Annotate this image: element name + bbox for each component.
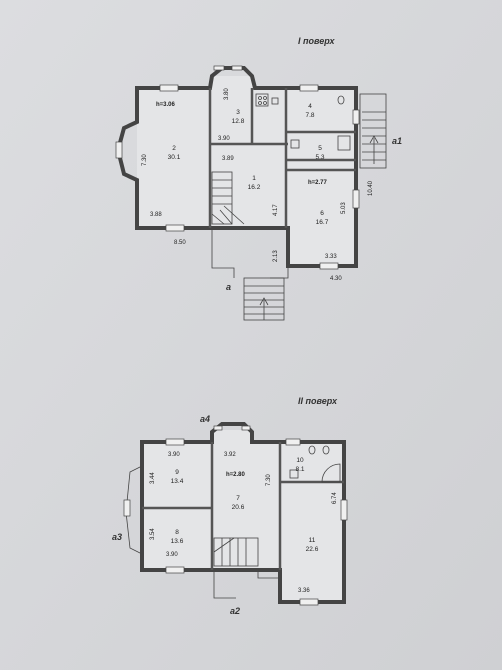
dim-2-13: 2.13 <box>273 250 279 262</box>
dim-8-50: 8.50 <box>174 240 186 246</box>
washbasin-icon-2 <box>289 469 299 479</box>
svg-text:7.8: 7.8 <box>305 112 314 119</box>
floor-1-plan: I поверх <box>115 36 402 321</box>
svg-text:11: 11 <box>309 537 316 544</box>
room-4: 4 7.8 <box>305 103 314 119</box>
entrance-a1-label: a1 <box>392 136 402 146</box>
dim-4-30: 4.30 <box>330 276 342 282</box>
entrance-a3-label: a3 <box>112 532 122 542</box>
height-label-2: h=2.77 <box>308 180 328 186</box>
dim-3-44: 3.44 <box>150 472 156 484</box>
bath-icon <box>337 135 351 151</box>
svg-text:13.4: 13.4 <box>171 478 184 485</box>
dim-6-74: 6.74 <box>332 492 338 504</box>
interior-stairs-2 <box>213 537 259 567</box>
dim-3-90-bottom: 3.90 <box>166 552 178 558</box>
svg-text:5.3: 5.3 <box>315 154 324 161</box>
dim-3-88: 3.88 <box>150 212 162 218</box>
svg-text:9: 9 <box>175 469 179 476</box>
bidet-icon <box>322 445 330 455</box>
dim-3-90: 3.90 <box>218 136 230 142</box>
stove-icon <box>255 93 269 107</box>
svg-text:8.1: 8.1 <box>295 466 304 473</box>
toilet-icon <box>337 95 345 105</box>
svg-text:2: 2 <box>172 145 176 152</box>
dim-3-90-top: 3.90 <box>168 452 180 458</box>
svg-text:16.2: 16.2 <box>248 184 261 191</box>
svg-text:6: 6 <box>320 210 324 217</box>
sink-icon <box>271 97 279 105</box>
floor-2-title: II поверх <box>298 396 338 406</box>
room-7: 7 20.6 <box>232 495 245 511</box>
room-5: 5 5.3 <box>315 145 324 161</box>
svg-text:16.7: 16.7 <box>316 219 329 226</box>
room-3: 3 12.8 <box>232 109 245 125</box>
svg-text:12.8: 12.8 <box>232 118 245 125</box>
dim-7-30: 7.30 <box>142 154 148 166</box>
room-1: 1 16.2 <box>248 175 261 191</box>
svg-text:4: 4 <box>308 103 312 110</box>
entrance-a4-label: a4 <box>200 414 210 424</box>
height-label-1: h=3.06 <box>156 102 176 108</box>
svg-text:5: 5 <box>318 145 322 152</box>
washbasin-icon <box>290 139 300 149</box>
svg-text:8: 8 <box>175 529 179 536</box>
svg-text:3: 3 <box>236 109 240 116</box>
svg-text:30.1: 30.1 <box>168 154 181 161</box>
dim-10-40: 10.40 <box>368 180 374 196</box>
dim-3-89: 3.89 <box>222 156 234 162</box>
room-6: 6 16.7 <box>316 210 329 226</box>
dim-3-33: 3.33 <box>325 254 337 260</box>
stairs-a1 <box>359 93 387 169</box>
height-label-3: h=2.80 <box>226 472 246 478</box>
dim-5-03: 5.03 <box>341 202 347 214</box>
svg-text:22.6: 22.6 <box>306 546 319 553</box>
stairs-a <box>243 277 285 321</box>
svg-text:7: 7 <box>236 495 240 502</box>
room-2: 2 30.1 <box>168 145 181 161</box>
dim-3-92: 3.92 <box>224 452 236 458</box>
dim-4-17: 4.17 <box>273 204 279 216</box>
entrance-a-label: a <box>226 282 231 292</box>
room-10: 10 8.1 <box>295 457 304 473</box>
floor-2-plan: II поверх 9 <box>112 396 348 616</box>
dim-3-36: 3.36 <box>298 588 310 594</box>
dim-7-30-f2: 7.30 <box>266 474 272 486</box>
svg-text:1: 1 <box>252 175 256 182</box>
svg-text:13.6: 13.6 <box>171 538 184 545</box>
room-11: 11 22.6 <box>306 537 319 553</box>
svg-text:20.6: 20.6 <box>232 504 245 511</box>
entrance-a2-label: a2 <box>230 606 240 616</box>
dim-3-80: 3.80 <box>224 88 230 100</box>
toilet-icon-2 <box>308 445 316 455</box>
shower-icon <box>321 463 341 483</box>
svg-text:10: 10 <box>296 457 304 464</box>
interior-stairs-1 <box>211 171 245 225</box>
room-9: 9 13.4 <box>171 469 184 485</box>
dim-3-54: 3.54 <box>150 528 156 540</box>
room-8: 8 13.6 <box>171 529 184 545</box>
floor-1-title: I поверх <box>298 36 335 46</box>
